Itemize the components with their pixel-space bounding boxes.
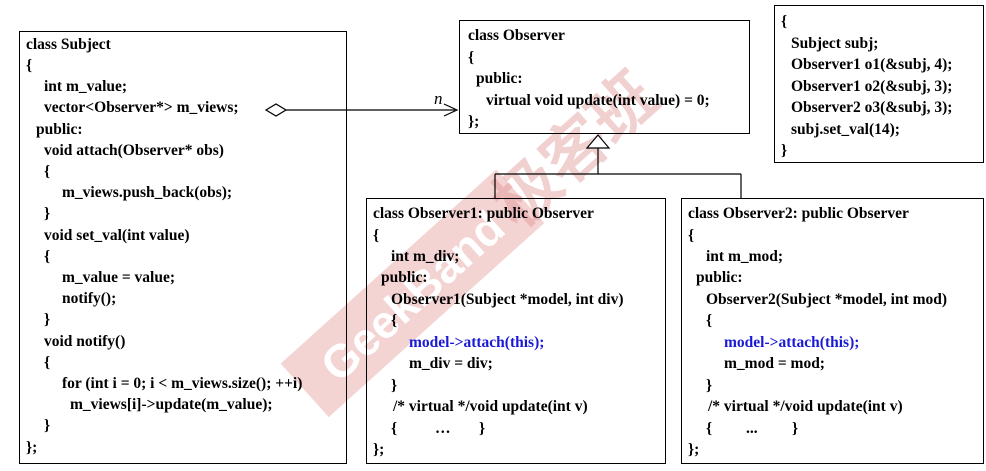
code-line: Subject subj; — [791, 35, 879, 52]
code-line: { — [26, 57, 33, 74]
code-line: m_value = value; — [62, 269, 176, 286]
code-line: for (int i = 0; i < m_views.size(); ++i) — [62, 375, 303, 392]
code-line: Observer1 o1(&subj, 4); — [791, 56, 953, 73]
code-line: { — [44, 248, 51, 265]
code-line: vector<Observer*> m_views; — [44, 99, 239, 116]
code-line: }; — [26, 439, 38, 456]
main-code-box: { Subject subj; Observer1 o1(&subj, 4); … — [774, 5, 984, 163]
code-line: void attach(Observer* obs) — [44, 142, 224, 159]
code-line: subj.set_val(14); — [791, 121, 900, 138]
code-line: public: — [696, 269, 743, 286]
code-line: { — [391, 420, 398, 437]
code-line: { — [373, 227, 380, 244]
code-line: Observer2(Subject *model, int mod) — [706, 291, 948, 308]
code-line: … — [435, 420, 451, 437]
subject-class-box: class Subject { int m_value; vector<Obse… — [19, 31, 347, 464]
code-line: int m_div; — [391, 248, 460, 265]
code-line: void set_val(int value) — [44, 227, 190, 244]
observer1-class-box: class Observer1: public Observer { int m… — [366, 198, 666, 464]
observer2-class-box: class Observer2: public Observer { int m… — [681, 198, 984, 464]
code-line: { — [468, 49, 475, 66]
code-line: public: — [381, 269, 428, 286]
code-line: }; — [468, 113, 480, 130]
code-line: m_views.push_back(obs); — [62, 184, 233, 201]
code-line: class Subject — [26, 36, 111, 53]
code-line: Observer2 o3(&subj, 3); — [791, 99, 953, 116]
attach-call-line: model->attach(this); — [724, 334, 860, 351]
code-line: Observer1 o2(&subj, 3); — [791, 78, 953, 95]
code-line: } — [44, 311, 51, 328]
code-line: }; — [373, 441, 385, 458]
code-line: { — [706, 312, 713, 329]
code-line: }; — [688, 441, 700, 458]
code-line: ... — [746, 420, 758, 437]
code-line: class Observer1: public Observer — [373, 205, 594, 222]
code-line: { — [688, 227, 695, 244]
code-line: { — [44, 354, 51, 371]
code-line: { — [391, 312, 398, 329]
code-line: public: — [36, 121, 83, 138]
code-line: } — [706, 377, 713, 394]
code-line: /* virtual */void update(int v) — [708, 398, 903, 415]
code-line: void notify() — [44, 333, 126, 350]
code-line: int m_mod; — [706, 248, 784, 265]
code-line: } — [44, 417, 51, 434]
code-line: } — [44, 205, 51, 222]
code-line: class Observer — [468, 27, 565, 44]
code-line: } — [391, 377, 398, 394]
code-line: int m_value; — [44, 78, 128, 95]
code-line: notify(); — [62, 290, 117, 307]
attach-call-line: model->attach(this); — [409, 334, 545, 351]
code-line: { — [44, 163, 51, 180]
code-line: { — [781, 13, 788, 30]
code-line: Observer1(Subject *model, int div) — [391, 291, 624, 308]
code-line: public: — [476, 70, 523, 87]
code-line: m_mod = mod; — [724, 355, 825, 372]
observer-class-box: class Observer { public: virtual void up… — [459, 20, 750, 134]
code-line: { — [706, 420, 713, 437]
code-line: class Observer2: public Observer — [688, 205, 909, 222]
code-line: m_div = div; — [409, 355, 493, 372]
code-line: } — [479, 420, 486, 437]
code-line: m_views[i]->update(m_value); — [70, 396, 273, 413]
code-line: /* virtual */void update(int v) — [393, 398, 588, 415]
code-line: } — [781, 142, 788, 159]
code-line: } — [792, 420, 799, 437]
code-line: virtual void update(int value) = 0; — [486, 92, 710, 109]
